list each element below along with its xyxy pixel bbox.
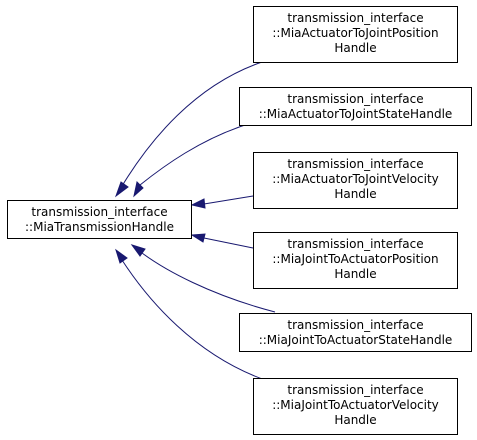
edge-velocity-handle: [190, 195, 254, 209]
node-label-line1: transmission_interface: [31, 205, 167, 219]
node-mia-actuator-to-joint-velocity-handle[interactable]: transmission_interface ::MiaActuatorToJo…: [253, 152, 458, 209]
node-label-line2: ::MiaJointToActuatorVelocity: [272, 398, 439, 412]
edge-state-handle: [133, 124, 246, 198]
node-label-line2: ::MiaTransmissionHandle: [25, 220, 174, 234]
node-label-line2: ::MiaActuatorToJointPosition: [272, 26, 438, 40]
node-mia-transmission-handle[interactable]: transmission_interface ::MiaTransmission…: [7, 200, 192, 239]
node-mia-actuator-to-joint-state-handle[interactable]: transmission_interface ::MiaActuatorToJo…: [239, 87, 472, 126]
node-label-line2: ::MiaActuatorToJointVelocity: [272, 172, 439, 186]
node-mia-joint-to-actuator-velocity-handle[interactable]: transmission_interface ::MiaJointToActua…: [253, 378, 458, 435]
edge-position-handle: [114, 61, 263, 198]
edge-jt-position-handle: [190, 233, 254, 249]
node-label-line1: transmission_interface: [287, 11, 423, 25]
node-label-line2: ::MiaJointToActuatorStateHandle: [259, 333, 453, 347]
node-label-line3: Handle: [334, 41, 376, 55]
node-label-line1: transmission_interface: [287, 92, 423, 106]
node-mia-actuator-to-joint-position-handle[interactable]: transmission_interface ::MiaActuatorToJo…: [253, 6, 458, 63]
node-label-line2: ::MiaJointToActuatorPosition: [272, 252, 438, 266]
edge-jt-velocity-handle: [115, 248, 266, 381]
node-mia-joint-to-actuator-state-handle[interactable]: transmission_interface ::MiaJointToActua…: [239, 313, 472, 352]
node-mia-joint-to-actuator-position-handle[interactable]: transmission_interface ::MiaJointToActua…: [253, 232, 458, 289]
node-label-line1: transmission_interface: [287, 318, 423, 332]
node-label-line3: Handle: [334, 413, 376, 427]
node-label-line3: Handle: [334, 267, 376, 281]
node-label-line2: ::MiaActuatorToJointStateHandle: [259, 107, 453, 121]
node-label-line3: Handle: [334, 187, 376, 201]
edge-jt-state-handle: [130, 244, 276, 313]
node-label-line1: transmission_interface: [287, 383, 423, 397]
node-label-line1: transmission_interface: [287, 237, 423, 251]
node-label-line1: transmission_interface: [287, 157, 423, 171]
inheritance-edges: [114, 61, 276, 381]
